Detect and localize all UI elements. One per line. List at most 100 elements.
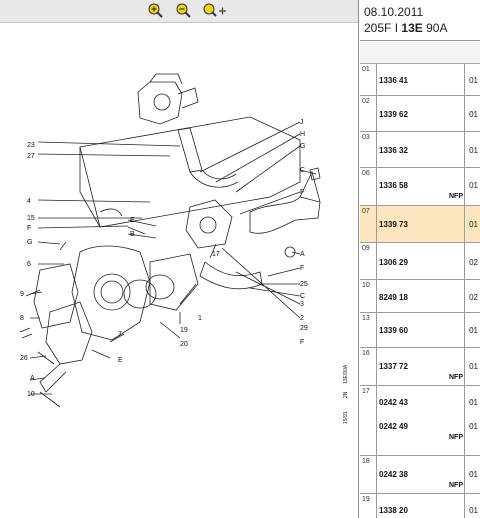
part-quantity: 01 xyxy=(469,326,478,335)
qty-cell: 01 xyxy=(464,64,480,95)
label-7: 7 xyxy=(118,331,122,338)
part-reference: 1338 20 xyxy=(379,506,408,515)
index-cell: 02 xyxy=(360,96,377,131)
part-reference: 1336 58 xyxy=(379,181,408,190)
exploded-parts-diagram: J H 23 27 G C F 4 15 F G 6 E B 17 A F 25… xyxy=(19,73,349,424)
label-4: 4 xyxy=(27,198,31,205)
part-index: 09 xyxy=(362,245,370,252)
part-reference: 0242 38 xyxy=(379,470,408,479)
diagram-side-text: 15/91 2N 13E/90A xyxy=(343,364,349,424)
part-row-01[interactable]: 01 1336 41 01 xyxy=(360,64,480,96)
qty-cell: 01 01 xyxy=(464,386,480,455)
part-row-03[interactable]: 03 1336 32 01 xyxy=(360,132,480,168)
label-A-left: A xyxy=(30,375,35,382)
diagram-viewer[interactable]: J H 23 27 G C F 4 15 F G 6 E B 17 A F 25… xyxy=(0,0,359,518)
part-row-18[interactable]: 18 0242 38 NFP 01 xyxy=(360,456,480,494)
index-cell: 16 xyxy=(360,348,377,385)
part-reference: 1336 41 xyxy=(379,76,408,85)
part-index: 02 xyxy=(362,98,370,105)
part-row-09[interactable]: 09 1306 29 02 xyxy=(360,243,480,280)
label-28: 29 xyxy=(300,325,308,332)
nfp-badge: NFP xyxy=(449,374,463,381)
part-row-19[interactable]: 19 1338 20 01 xyxy=(360,494,480,518)
part-index: 07 xyxy=(362,208,370,215)
list-header-spacer xyxy=(360,41,480,64)
viewer-toolbar xyxy=(0,0,358,23)
label-F-lower: F xyxy=(300,339,304,346)
nfp-badge: NFP xyxy=(449,482,463,489)
part-index: 01 xyxy=(362,66,370,73)
diagram-labels: J H 23 27 G C F 4 15 F G 6 E B 17 A F 25… xyxy=(20,119,308,398)
index-cell: 03 xyxy=(360,132,377,167)
index-cell: 18 xyxy=(360,456,377,493)
label-E-lower: E xyxy=(118,357,123,364)
label-24: 25 xyxy=(300,281,308,288)
label-26: 27 xyxy=(27,153,35,160)
label-6: 6 xyxy=(27,261,31,268)
label-1: 1 xyxy=(198,315,202,322)
part-reference: 1306 29 xyxy=(379,258,408,267)
label-10: 10 xyxy=(27,391,35,398)
part-index: 10 xyxy=(362,282,370,289)
part-index: 19 xyxy=(362,496,370,503)
label-E: E xyxy=(130,217,135,224)
label-C-right: C xyxy=(300,293,305,300)
label-G: G xyxy=(300,143,305,150)
part-quantity: 02 xyxy=(469,258,478,267)
qty-cell: 01 xyxy=(464,494,480,518)
index-cell: 01 xyxy=(360,64,377,95)
qty-cell: 02 xyxy=(464,243,480,279)
label-J: J xyxy=(300,119,304,126)
qty-cell: 01 xyxy=(464,168,480,205)
qty-cell: 01 xyxy=(464,313,480,347)
part-quantity: 01 xyxy=(469,181,478,190)
qty-cell: 01 xyxy=(464,132,480,167)
zoom-in-button[interactable] xyxy=(145,2,165,20)
document-date: 08.10.2011 xyxy=(364,5,424,19)
qty-cell: 02 xyxy=(464,280,480,312)
part-row-16[interactable]: 16 1337 72 NFP 01 xyxy=(360,348,480,386)
index-cell: 07 xyxy=(360,206,377,242)
zoom-out-button[interactable] xyxy=(173,2,193,20)
label-8: 8 xyxy=(20,315,24,322)
label-9: 9 xyxy=(20,291,24,298)
label-B: B xyxy=(130,231,135,238)
part-reference: 1336 32 xyxy=(379,146,408,155)
part-reference: 0242 43 xyxy=(379,398,408,407)
label-F-right: F xyxy=(300,265,304,272)
index-cell: 09 xyxy=(360,243,377,279)
part-quantity: 01 xyxy=(469,220,478,229)
nfp-badge: NFP xyxy=(449,193,463,200)
part-row-06[interactable]: 06 1336 58 NFP 01 xyxy=(360,168,480,206)
index-cell: 13 xyxy=(360,313,377,347)
part-quantity: 01 xyxy=(469,146,478,155)
part-quantity: 01 xyxy=(469,506,478,515)
label-22: 23 xyxy=(27,142,35,149)
part-quantity: 01 xyxy=(469,470,478,479)
qty-cell: 01 xyxy=(464,348,480,385)
part-quantity: 01 xyxy=(469,110,478,119)
side-text-1: 2N xyxy=(343,391,349,398)
qty-cell: 01 xyxy=(464,96,480,131)
qty-cell: 01 xyxy=(464,206,480,242)
label-H: H xyxy=(300,131,305,138)
index-cell: 19 xyxy=(360,494,377,518)
model-code: 205F xyxy=(364,21,392,35)
part-row-10[interactable]: 10 8249 18 02 xyxy=(360,280,480,313)
part-reference: 1339 62 xyxy=(379,110,408,119)
label-2: 2 xyxy=(300,315,304,322)
part-row-13[interactable]: 13 1339 60 01 xyxy=(360,313,480,348)
label-3: 3 xyxy=(300,301,304,308)
document-reference: 205F I 13E 90A xyxy=(364,21,447,35)
part-reference: 1337 72 xyxy=(379,362,408,371)
part-row-17[interactable]: 17 0242 43 0242 49 NFP 01 01 xyxy=(360,386,480,456)
label-C: C xyxy=(300,167,305,174)
part-row-02[interactable]: 02 1339 62 01 xyxy=(360,96,480,132)
nfp-badge: NFP xyxy=(449,434,463,441)
part-row-07[interactable]: 07 1339 73 01 xyxy=(360,206,480,243)
part-index: 17 xyxy=(362,388,370,395)
label-G-left: G xyxy=(27,239,32,246)
magnifier-plus-icon xyxy=(148,3,163,18)
pan-zoom-button[interactable] xyxy=(201,2,227,20)
part-quantity-alt: 01 xyxy=(469,422,478,431)
